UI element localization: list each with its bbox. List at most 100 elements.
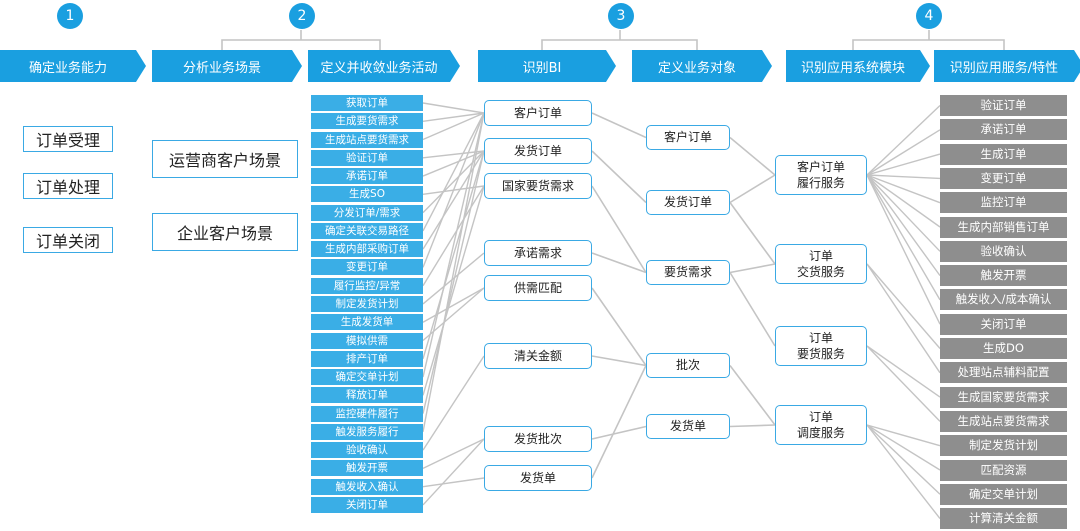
- activity-item: 关闭订单: [311, 496, 423, 513]
- service-item: 触发开票: [940, 265, 1067, 287]
- step-2-badge: 2: [289, 3, 315, 29]
- system-module-line: 订单: [808, 330, 833, 345]
- system-module-line: 订单: [808, 409, 833, 424]
- activity-item: 生成要货需求: [311, 113, 423, 130]
- connector-line: [422, 112, 485, 141]
- group-bracket: [541, 39, 698, 50]
- connector-line: [866, 174, 941, 325]
- system-module-item: 订单交货服务: [775, 244, 867, 284]
- header-business-capability: 确定业务能力: [0, 50, 146, 82]
- business-object-item: 要货需求: [646, 260, 730, 285]
- capability-order-processing: 订单处理: [23, 173, 113, 199]
- connector-line: [866, 263, 941, 374]
- activity-item: 变更订单: [311, 259, 423, 276]
- system-module-line: 客户订单: [796, 159, 845, 174]
- connector-line: [422, 102, 485, 114]
- connector-line: [591, 365, 647, 479]
- activity-item: 生成站点要货需求: [311, 131, 423, 148]
- header-identify-bi: 识别BI: [478, 50, 616, 82]
- connector-line: [866, 174, 941, 228]
- service-item: 生成DO: [940, 338, 1067, 359]
- activity-item: 履行监控/异常: [311, 277, 423, 294]
- connector-line: [729, 202, 776, 265]
- bi-item: 发货单: [484, 465, 592, 491]
- bi-item: 国家要货需求: [484, 173, 592, 199]
- header-application-service: 识别应用服务/特性: [934, 50, 1080, 82]
- activity-item: 触发开票: [311, 460, 423, 477]
- service-item: 关闭订单: [940, 313, 1067, 335]
- connector-line: [866, 174, 941, 301]
- business-object-item: 客户订单: [646, 125, 730, 150]
- connector-line: [866, 424, 941, 520]
- connector-line: [729, 365, 776, 426]
- service-item: 承诺订单: [940, 119, 1067, 141]
- connector-line: [422, 355, 485, 451]
- connector-line: [591, 150, 647, 204]
- group-bracket: [852, 39, 1005, 50]
- activity-item: 生成发货单: [311, 314, 423, 331]
- system-module-item: 订单要货服务: [775, 326, 867, 366]
- connector-line: [591, 287, 647, 366]
- business-object-item: 发货单: [646, 414, 730, 439]
- connector-line: [866, 424, 941, 447]
- activity-item: 获取订单: [311, 95, 423, 111]
- connector-line: [422, 112, 485, 378]
- activity-item: 生成内部采购订单: [311, 241, 423, 258]
- activity-item: 释放订单: [311, 387, 423, 404]
- header-business-object: 定义业务对象: [632, 50, 772, 82]
- system-module-line: 要货服务: [796, 347, 845, 361]
- service-item: 处理站点辅料配置: [940, 362, 1067, 384]
- activity-item: 模拟供需: [311, 332, 423, 349]
- connector-line: [422, 112, 485, 232]
- connector-line: [591, 112, 647, 139]
- bi-item: 清关金额: [484, 343, 592, 369]
- connector-line: [866, 424, 941, 471]
- connector-line: [422, 150, 485, 214]
- bi-item: 供需匹配: [484, 275, 592, 301]
- connector-line: [866, 174, 941, 180]
- connector-line: [866, 345, 941, 398]
- bi-item: 发货订单: [484, 138, 592, 164]
- bi-item: 客户订单: [484, 100, 592, 126]
- step-4-badge: 4: [916, 3, 942, 29]
- activity-item: 分发订单/需求: [311, 204, 423, 221]
- service-item: 生成国家要货需求: [940, 386, 1067, 408]
- system-module-line: 履行服务: [796, 176, 845, 190]
- connector-line: [422, 438, 485, 506]
- system-module-line: 调度服务: [796, 426, 845, 440]
- connector-line: [422, 477, 485, 488]
- scenario-enterprise-customer: 企业客户场景: [152, 213, 298, 251]
- header-system-module: 识别应用系统模块: [786, 50, 930, 82]
- connector-line: [591, 252, 647, 274]
- connector-line: [866, 104, 941, 176]
- connector-line: [866, 153, 941, 176]
- activity-item: 监控硬件履行: [311, 405, 423, 422]
- business-object-item: 批次: [646, 353, 730, 378]
- service-item: 变更订单: [940, 167, 1067, 189]
- activity-item: 生成SO: [311, 186, 423, 203]
- service-item: 触发收入/成本确认: [940, 289, 1067, 311]
- activity-item: 制定发货计划: [311, 295, 423, 312]
- connector-line: [422, 112, 485, 432]
- activity-item: 验收确认: [311, 442, 423, 459]
- scenario-carrier-customer: 运营商客户场景: [152, 140, 298, 178]
- activity-item: 排产订单: [311, 350, 423, 367]
- step-3-badge: 3: [608, 3, 634, 29]
- connector-line: [866, 174, 941, 204]
- bi-item: 发货批次: [484, 426, 592, 452]
- connector-line: [866, 424, 941, 495]
- connector-line: [422, 252, 485, 305]
- header-business-scenario: 分析业务场景: [152, 50, 302, 82]
- connector-line: [866, 129, 941, 176]
- connector-line: [422, 150, 485, 414]
- connector-line: [729, 263, 776, 274]
- activity-item: 验证订单: [311, 149, 423, 166]
- business-object-item: 发货订单: [646, 190, 730, 215]
- activity-item: 承诺订单: [311, 168, 423, 185]
- activity-item: 确定关联交易路径: [311, 222, 423, 239]
- bi-item: 承诺需求: [484, 240, 592, 266]
- group-bracket: [221, 39, 381, 50]
- activity-item: 确定交单计划: [311, 369, 423, 386]
- connector-line: [729, 136, 776, 176]
- system-module-item: 客户订单履行服务: [775, 155, 867, 195]
